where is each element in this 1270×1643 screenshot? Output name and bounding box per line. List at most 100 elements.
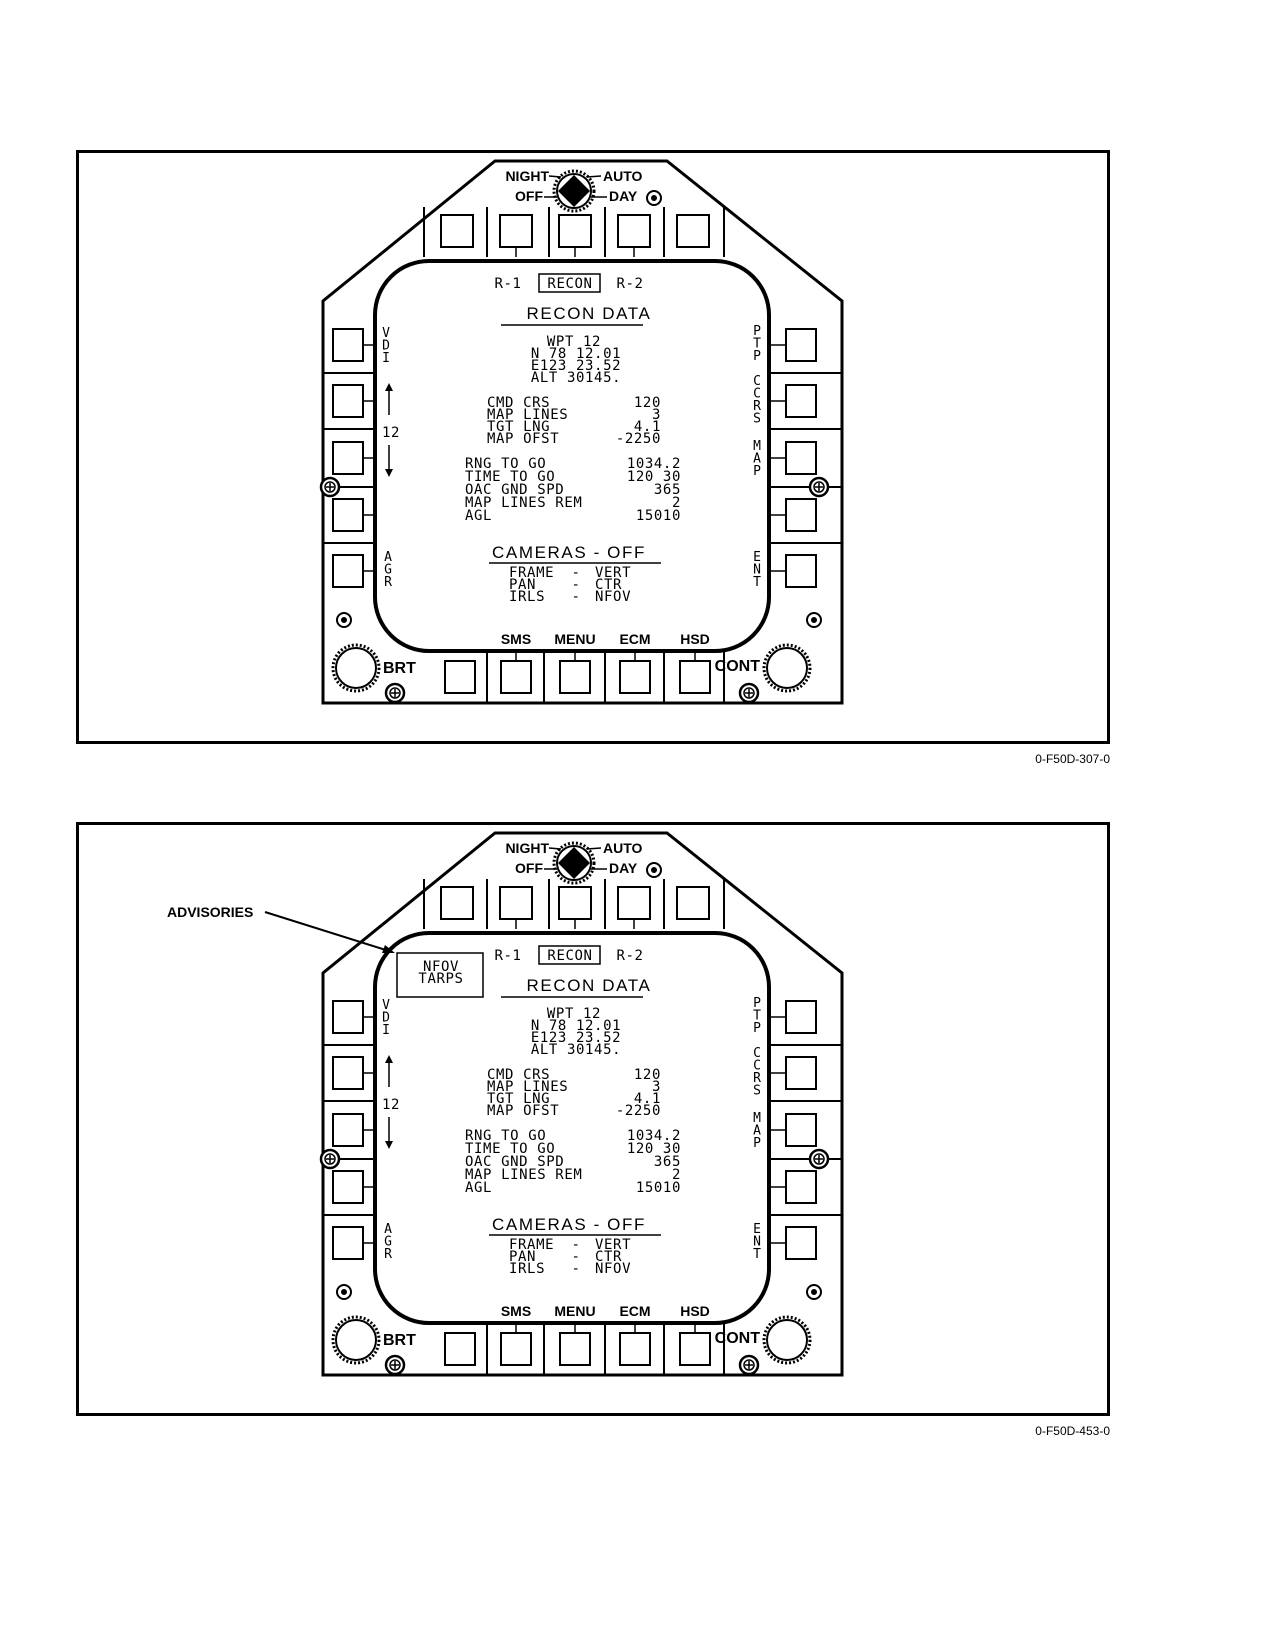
ccrs-label-char: C (753, 374, 761, 389)
alignment-mark-dot (651, 195, 657, 201)
data-value: 2 (672, 1167, 681, 1183)
camera-dash: - (571, 565, 580, 581)
camera-value: CTR (595, 1249, 622, 1265)
vdi-label: VDI (382, 998, 390, 1038)
camera-dash: - (571, 577, 580, 593)
osb-right-1[interactable] (785, 1000, 817, 1034)
osb-top-5[interactable] (676, 214, 710, 248)
osb-right-5[interactable] (785, 1226, 817, 1260)
osb-left-2[interactable] (332, 384, 364, 418)
alignment-mark (806, 1284, 822, 1300)
brt-label: BRT (383, 1332, 416, 1349)
osb-left-3[interactable] (332, 1113, 364, 1147)
vdi-label-char: I (382, 351, 390, 366)
osb-bottom-4[interactable] (619, 660, 651, 694)
alignment-mark (806, 612, 822, 628)
osb-bottom-1[interactable] (444, 1332, 476, 1366)
data-value: 120 30 (627, 469, 681, 485)
ptp-label-char: P (753, 324, 761, 339)
osb-right-2[interactable] (785, 1056, 817, 1090)
map-label-char: P (753, 1136, 761, 1151)
osb-bottom-2[interactable] (500, 1332, 532, 1366)
camera-value: VERT (595, 1237, 631, 1253)
waypoint-lat: N 78 12.01 (531, 1018, 621, 1034)
brightness-knob[interactable] (331, 643, 381, 693)
osb-right-2[interactable] (785, 384, 817, 418)
map-label: MAP (753, 439, 761, 479)
osb-left-5[interactable] (332, 554, 364, 588)
osb-bottom-2[interactable] (500, 660, 532, 694)
waypoint-id: WPT 12 (547, 334, 601, 350)
osb-left-1[interactable] (332, 328, 364, 362)
osb-top-4[interactable] (617, 214, 651, 248)
osb-right-3[interactable] (785, 1113, 817, 1147)
switch-label-day: DAY (609, 188, 638, 204)
osb-bottom-1[interactable] (444, 660, 476, 694)
osb-right-3[interactable] (785, 441, 817, 475)
switch-lead (548, 847, 562, 850)
agr-label-char: R (384, 1247, 392, 1262)
bottom-label-sms: SMS (501, 1303, 531, 1319)
osb-bottom-3[interactable] (559, 1332, 591, 1366)
osb-top-1[interactable] (440, 886, 474, 920)
brt-label: BRT (383, 660, 416, 677)
osb-left-4[interactable] (332, 498, 364, 532)
osb-bottom-5[interactable] (679, 660, 711, 694)
data-label: MAP OFST (487, 1103, 559, 1119)
data-label: TGT LNG (487, 1091, 550, 1107)
osb-top-3[interactable] (558, 214, 592, 248)
data-label: MAP LINES (487, 1079, 568, 1095)
data-value: 120 (634, 395, 661, 411)
contrast-knob[interactable] (762, 1315, 812, 1365)
osb-top-4[interactable] (617, 886, 651, 920)
screw-bottom-left (384, 1354, 406, 1376)
agr-label-char: A (384, 550, 392, 565)
osb-left-5[interactable] (332, 1226, 364, 1260)
data-value: -2250 (616, 1103, 661, 1119)
map-label-char: A (753, 452, 761, 467)
osb-left-1[interactable] (332, 1000, 364, 1034)
ptp-label: PTP (753, 324, 761, 364)
osb-top-5[interactable] (676, 886, 710, 920)
osb-left-4[interactable] (332, 1170, 364, 1204)
alignment-mark-dot (811, 1289, 817, 1295)
switch-label-auto: AUTO (603, 840, 643, 856)
osb-top-2[interactable] (499, 886, 533, 920)
screw-right (808, 1148, 830, 1170)
contrast-knob[interactable] (762, 643, 812, 693)
osb-bottom-5[interactable] (679, 1332, 711, 1366)
data-label: OAC GND SPD (465, 482, 564, 498)
data-value: 4.1 (634, 1091, 661, 1107)
brightness-knob[interactable] (331, 1315, 381, 1365)
data-value: 2 (672, 495, 681, 511)
ccrs-label-char: C (753, 387, 761, 402)
mode-knob[interactable] (552, 841, 596, 885)
step-value: 12 (382, 1097, 400, 1113)
osb-right-4[interactable] (785, 498, 817, 532)
data-value: 365 (654, 482, 681, 498)
osb-right-1[interactable] (785, 328, 817, 362)
waypoint-lat: N 78 12.01 (531, 346, 621, 362)
screw-bottom-right (738, 682, 760, 704)
vdi-label-char: I (382, 1023, 390, 1038)
ccrs-label-char: C (753, 1059, 761, 1074)
camera-label: PAN (509, 1249, 536, 1265)
ent-label-char: E (753, 1222, 761, 1237)
agr-label: AGR (384, 1222, 392, 1262)
alignment-mark-dot (341, 1289, 347, 1295)
osb-bottom-4[interactable] (619, 1332, 651, 1366)
osb-left-3[interactable] (332, 441, 364, 475)
osb-left-2[interactable] (332, 1056, 364, 1090)
camera-dash: - (571, 589, 580, 605)
mode-knob[interactable] (552, 169, 596, 213)
advisory-text: TARPS (418, 971, 463, 987)
osb-top-1[interactable] (440, 214, 474, 248)
osb-top-3[interactable] (558, 886, 592, 920)
bottom-label-menu: MENU (554, 631, 595, 647)
ent-label: ENT (753, 1222, 761, 1262)
osb-bottom-3[interactable] (559, 660, 591, 694)
osb-right-5[interactable] (785, 554, 817, 588)
osb-right-4[interactable] (785, 1170, 817, 1204)
osb-top-2[interactable] (499, 214, 533, 248)
